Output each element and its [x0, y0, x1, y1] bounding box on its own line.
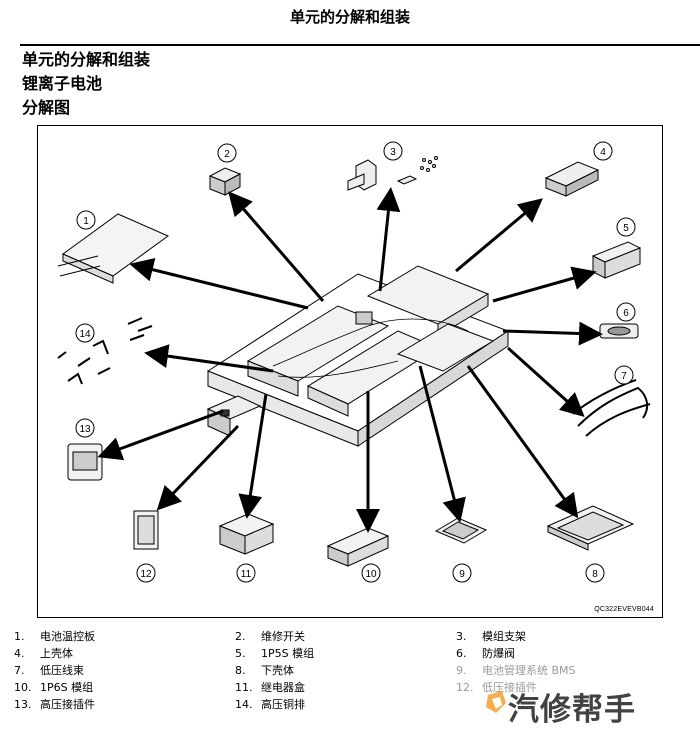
- callout-11: 11: [236, 563, 256, 583]
- svg-text:5: 5: [623, 223, 629, 234]
- callout-9: 9: [452, 563, 472, 583]
- header-divider: [20, 44, 700, 46]
- svg-text:1: 1: [83, 216, 89, 227]
- part-3-module-bracket: [347, 156, 438, 191]
- part-12-lv-connector: [133, 510, 159, 550]
- callout-14: 14: [75, 323, 95, 343]
- svg-text:4: 4: [600, 147, 606, 158]
- page-header: 单元的分解和组装: [289, 8, 410, 26]
- legend-item: 12.低压接插件: [456, 681, 537, 694]
- legend-item: 6.防爆阀: [456, 647, 515, 660]
- svg-text:3: 3: [390, 147, 396, 158]
- svg-text:11: 11: [241, 569, 252, 580]
- legend-item: 11.继电器盒: [235, 681, 305, 694]
- part-8-lower-case: [546, 505, 635, 551]
- part-4-upper-case: [544, 161, 600, 197]
- part-11-relay-box: [218, 513, 275, 555]
- legend-item: 3.模组支架: [456, 630, 526, 643]
- svg-text:14: 14: [79, 329, 91, 340]
- callout-7: 7: [614, 365, 634, 385]
- callout-arrows: [97, 187, 603, 533]
- part-5-1p5s-module: [591, 241, 642, 279]
- callout-13: 13: [75, 418, 95, 438]
- part-13-hv-connector: [67, 443, 103, 481]
- section-heading-exploded-view: 分解图: [22, 98, 71, 117]
- section-title: 单元的分解和组装: [22, 50, 151, 69]
- legend-item: 9.电池管理系统 BMS: [456, 664, 576, 677]
- callout-3: 3: [383, 141, 403, 161]
- callout-6: 6: [616, 302, 636, 322]
- part-2-service-switch: [208, 167, 242, 196]
- part-14-hv-busbar: [57, 317, 153, 385]
- svg-text:9: 9: [459, 569, 465, 580]
- svg-text:13: 13: [79, 424, 91, 435]
- legend-item: 2.维修开关: [235, 630, 305, 643]
- part-7-lv-harness: [572, 379, 651, 437]
- legend-item: 1.电池温控板: [14, 630, 95, 643]
- svg-text:8: 8: [592, 569, 598, 580]
- callout-8: 8: [585, 563, 605, 583]
- legend-item: 13.高压接插件: [14, 698, 95, 711]
- callout-4: 4: [593, 141, 613, 161]
- part-9-bms: [434, 517, 488, 544]
- part-1-thermal-plate: [57, 213, 169, 284]
- callout-bubbles: 1 2 3 4 5 6 7 8 9 10 11 12 13 14: [75, 141, 636, 583]
- battery-pack-assembly: [206, 265, 510, 447]
- svg-text:12: 12: [140, 569, 152, 580]
- figure-id-code: QC322EVEVB044: [594, 606, 654, 613]
- legend-item: 10.1P6S 模组: [14, 681, 94, 694]
- callout-1: 1: [76, 210, 96, 230]
- watermark-text: 汽修帮手: [508, 692, 636, 728]
- exploded-diagram: 1 2 3 4 5 6 7 8 9 10 11 12 13 14: [57, 141, 651, 583]
- watermark-logo-icon: [486, 691, 506, 713]
- callout-10: 10: [361, 563, 381, 583]
- svg-text:7: 7: [621, 371, 627, 382]
- svg-text:2: 2: [224, 149, 230, 160]
- part-6-vent-valve: [599, 323, 639, 339]
- svg-text:10: 10: [365, 569, 377, 580]
- exploded-view-figure: 1 2 3 4 5 6 7 8 9 10 11 12 13 14 QC322EV…: [37, 125, 663, 618]
- legend-item: 7.低压线束: [14, 664, 84, 677]
- legend-item: 4.上壳体: [14, 647, 73, 660]
- callout-5: 5: [616, 217, 636, 237]
- part-10-1p6s-module: [326, 527, 390, 567]
- callout-12: 12: [136, 563, 156, 583]
- section-subtitle: 锂离子电池: [22, 74, 103, 93]
- callout-2: 2: [217, 143, 237, 163]
- svg-text:6: 6: [623, 308, 629, 319]
- legend-item: 5.1P5S 模组: [235, 647, 315, 660]
- legend-item: 8.下壳体: [235, 664, 294, 677]
- legend-item: 14.高压铜排: [235, 698, 305, 711]
